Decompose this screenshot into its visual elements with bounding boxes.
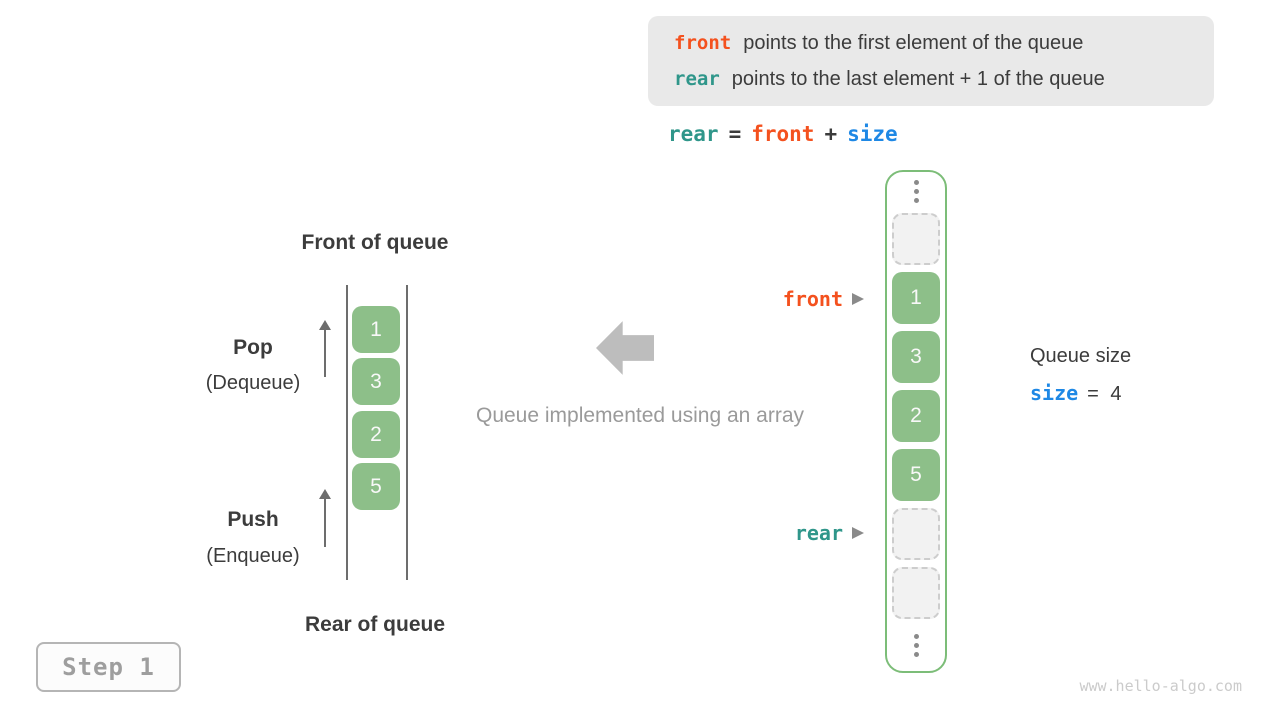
push-label: Push: [227, 508, 279, 531]
front-pointer-arrow-icon: [852, 293, 864, 305]
rear-pointer-label: rear: [794, 521, 843, 545]
formula-front: front: [751, 122, 815, 146]
step-badge: Step 1: [36, 642, 181, 692]
array-cell-value: 5: [892, 449, 940, 501]
queue-channel-left-line: [346, 285, 348, 580]
queue-channel-right-line: [406, 285, 408, 580]
rear-of-queue-label: Rear of queue: [304, 613, 446, 636]
left-block-arrow-icon: [596, 321, 654, 375]
queue-item: 5: [352, 463, 400, 510]
pointer-formula: rear = front + size: [668, 122, 898, 146]
formula-equals: =: [728, 122, 742, 146]
rear-pointer-arrow-icon: [852, 527, 864, 539]
rear-definition-text: points to the last element + 1 of the qu…: [731, 68, 1105, 90]
dequeue-label: (Dequeue): [205, 372, 301, 394]
array-cell-empty: [892, 508, 940, 560]
pop-arrow-up-icon: [318, 320, 332, 377]
rear-keyword: rear: [674, 68, 720, 90]
ellipsis-top-icon: [913, 180, 919, 203]
queue-item: 2: [352, 411, 400, 458]
formula-rear: rear: [668, 122, 719, 146]
array-cell-value: 1: [892, 272, 940, 324]
front-of-queue-label: Front of queue: [301, 231, 449, 254]
queue-size-value-line: size = 4: [1030, 381, 1122, 406]
array-cell-value: 2: [892, 390, 940, 442]
pointer-definition-box: front points to the first element of the …: [648, 16, 1214, 106]
pop-label: Pop: [233, 336, 273, 359]
push-arrow-up-icon: [318, 489, 332, 547]
watermark: www.hello-algo.com: [1079, 677, 1242, 695]
queue-size-title: Queue size: [1030, 345, 1132, 367]
front-definition-text: points to the first element of the queue: [743, 32, 1084, 54]
front-definition-line: front points to the first element of the …: [674, 25, 1214, 61]
implementation-caption: Queue implemented using an array: [475, 404, 805, 427]
front-keyword: front: [674, 32, 732, 54]
rear-definition-line: rear points to the last element + 1 of th…: [674, 61, 1214, 97]
array-cell-value: 3: [892, 331, 940, 383]
queue-item: 3: [352, 358, 400, 405]
front-pointer-label: front: [782, 287, 843, 311]
array-cell-empty: [892, 213, 940, 265]
formula-size: size: [847, 122, 898, 146]
ellipsis-bottom-icon: [913, 634, 919, 657]
enqueue-label: (Enqueue): [206, 545, 300, 567]
size-value: = 4: [1087, 383, 1122, 405]
array-cell-empty: [892, 567, 940, 619]
formula-plus: +: [824, 122, 838, 146]
size-keyword: size: [1030, 381, 1079, 405]
queue-item: 1: [352, 306, 400, 353]
